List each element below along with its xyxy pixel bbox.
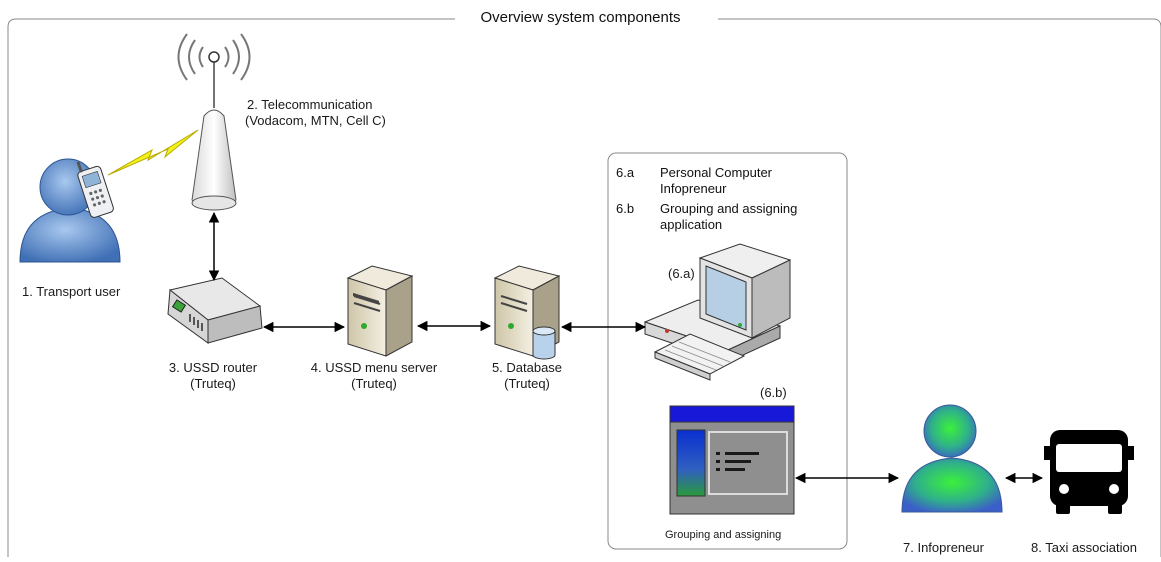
legend-value: Personal Computer Infopreneur [660,165,772,196]
label-database-line1: 5. Database [491,360,563,375]
personal-computer-icon [643,243,792,381]
antenna-signal-icon [177,33,251,108]
wireless-link-bolt [107,129,199,176]
label-ussd-router-line1: 3. USSD router [168,360,258,375]
infopreneur-icon [901,404,1003,513]
label-app-caption: Grouping and assigning [665,529,782,541]
legend-value: Grouping and assigning application [660,201,798,232]
diagram-title: Overview system components [0,9,1161,26]
legend-key: 6.b [616,201,635,216]
label-ussd-router-line2: (Truteq) [190,376,236,391]
label-ussd-menu-server-line2: (Truteq) [351,376,397,391]
mobile-phone-icon [76,161,114,218]
label-ussd-menu-server: 4. USSD menu server (Truteq) [298,360,450,392]
grouping-application-window-icon [669,405,795,515]
legend-row: 6.b Grouping and assigning application [616,201,830,233]
telecom-tower-icon [191,109,237,211]
label-ussd-menu-server-line1: 4. USSD menu server [310,360,438,375]
connectors [208,211,1044,484]
label-telecom-line1: 2. Telecommunication [247,97,373,112]
label-telecom: 2. Telecommunication (Vodacom, MTN, Cell… [245,97,386,129]
database-cylinder-icon [532,326,556,360]
label-telecom-line2: (Vodacom, MTN, Cell C) [245,113,386,128]
label-taxi-association: 8. Taxi association [1031,540,1137,555]
legend-key: 6.a [616,165,635,180]
legend-row: 6.a Personal Computer Infopreneur [616,165,830,197]
label-pc-tag: (6.a) [668,266,695,281]
infopreneur-group-box [607,152,848,550]
label-ussd-router: 3. USSD router (Truteq) [158,360,268,392]
label-transport-user: 1. Transport user [22,284,121,299]
label-database-line2: (Truteq) [504,376,550,391]
ussd-menu-server-icon [346,265,414,357]
diagram-title-text: Overview system components [476,9,685,26]
infopreneur-legend: 6.a Personal Computer Infopreneur 6.b Gr… [616,165,830,237]
ussd-router-icon [167,277,263,344]
taxi-bus-icon [1044,430,1134,514]
label-database: 5. Database (Truteq) [478,360,576,392]
label-app-tag: (6.b) [760,385,787,400]
label-infopreneur: 7. Infopreneur [903,540,984,555]
